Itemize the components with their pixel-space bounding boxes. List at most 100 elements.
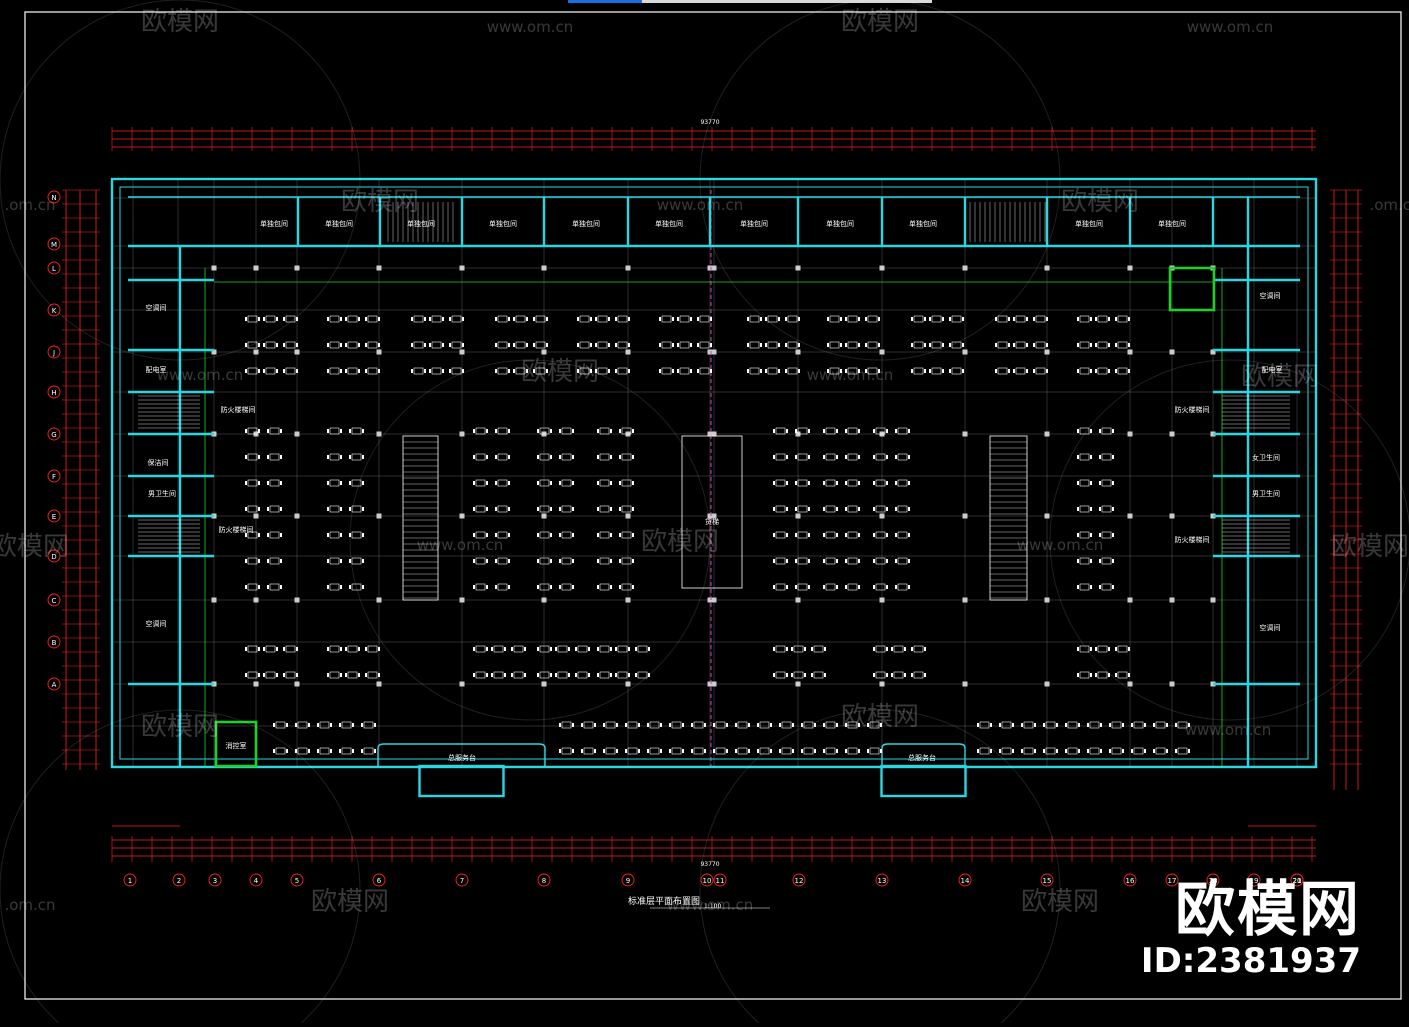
chair [886, 559, 888, 563]
table [1097, 367, 1108, 375]
chair [590, 343, 592, 347]
chair [317, 749, 319, 753]
chair [340, 507, 342, 511]
chair [610, 481, 612, 485]
chair [823, 481, 825, 485]
table [497, 453, 508, 461]
column [795, 265, 801, 271]
axis-bubble [1040, 873, 1054, 887]
watermark-site: www.om.cn [1017, 536, 1104, 554]
chair [660, 749, 662, 753]
watermark-brand: 欧模网 [141, 7, 219, 37]
axis-label: 12 [795, 877, 804, 885]
table [329, 645, 340, 653]
chair [786, 481, 788, 485]
axis-label: B [52, 639, 57, 647]
watermark-brand: 欧模网 [1241, 362, 1319, 392]
table [787, 367, 798, 375]
table [1133, 747, 1144, 755]
table [1101, 453, 1112, 461]
chair [577, 317, 579, 321]
table [329, 427, 340, 435]
table [775, 453, 786, 461]
table [329, 531, 340, 539]
chair [1090, 533, 1092, 537]
chair [798, 343, 800, 347]
room-label: 货梯 [705, 517, 719, 526]
table [1101, 557, 1112, 565]
tab-indicator[interactable] [642, 0, 932, 3]
chair [1128, 647, 1130, 651]
chair [1077, 429, 1079, 433]
chair [603, 723, 605, 727]
chair [1090, 369, 1092, 373]
chair [258, 429, 260, 433]
table [875, 505, 886, 513]
table [1045, 747, 1056, 755]
chair [258, 369, 260, 373]
column [879, 513, 885, 519]
chair [349, 585, 351, 589]
chair [962, 369, 964, 373]
chair [1100, 723, 1102, 727]
table [539, 505, 550, 513]
axis-label: 4 [254, 877, 259, 885]
table [1015, 341, 1026, 349]
watermark-arc [349, 359, 711, 721]
chair [374, 723, 376, 727]
table [561, 557, 572, 565]
table [875, 479, 886, 487]
chair [795, 585, 797, 589]
chair [977, 723, 979, 727]
chair [537, 533, 539, 537]
watermark-site: www.om.cn [1187, 18, 1274, 36]
axis-bubble [700, 873, 714, 887]
table [275, 721, 286, 729]
table [265, 341, 276, 349]
chair [550, 673, 552, 677]
table [475, 427, 486, 435]
column [459, 349, 465, 355]
table [351, 583, 362, 591]
table [605, 747, 616, 755]
watermark-brand: 欧模网 [1061, 187, 1139, 217]
axis-label: 13 [878, 877, 887, 885]
chair [795, 533, 797, 537]
column [253, 513, 259, 519]
table [247, 531, 258, 539]
table [285, 367, 296, 375]
column [459, 597, 465, 603]
axis-bubble [958, 873, 972, 887]
axis-label: 1 [128, 877, 132, 885]
chair [619, 585, 621, 589]
chair [659, 369, 661, 373]
axis-bubble [47, 345, 61, 359]
table [513, 645, 524, 653]
chair [258, 455, 260, 459]
watermark-brand: 欧模网 [341, 187, 419, 217]
table [451, 367, 462, 375]
chair [1108, 343, 1110, 347]
table [1035, 341, 1046, 349]
table [497, 367, 508, 375]
table [1097, 341, 1108, 349]
active-tab-indicator[interactable] [568, 0, 642, 3]
room-label: 单独包间 [407, 219, 435, 228]
chair [495, 429, 497, 433]
column [1044, 431, 1050, 437]
table [1035, 367, 1046, 375]
column [1169, 681, 1175, 687]
chair [339, 723, 341, 727]
column [253, 597, 259, 603]
table [367, 341, 378, 349]
chair [597, 673, 599, 677]
table [561, 583, 572, 591]
watermark-brand: 欧模网 [641, 527, 719, 557]
chair [508, 369, 510, 373]
chair [773, 455, 775, 459]
chair [615, 343, 617, 347]
chair [865, 317, 867, 321]
chair [340, 317, 342, 321]
chair [258, 585, 260, 589]
table [847, 583, 858, 591]
